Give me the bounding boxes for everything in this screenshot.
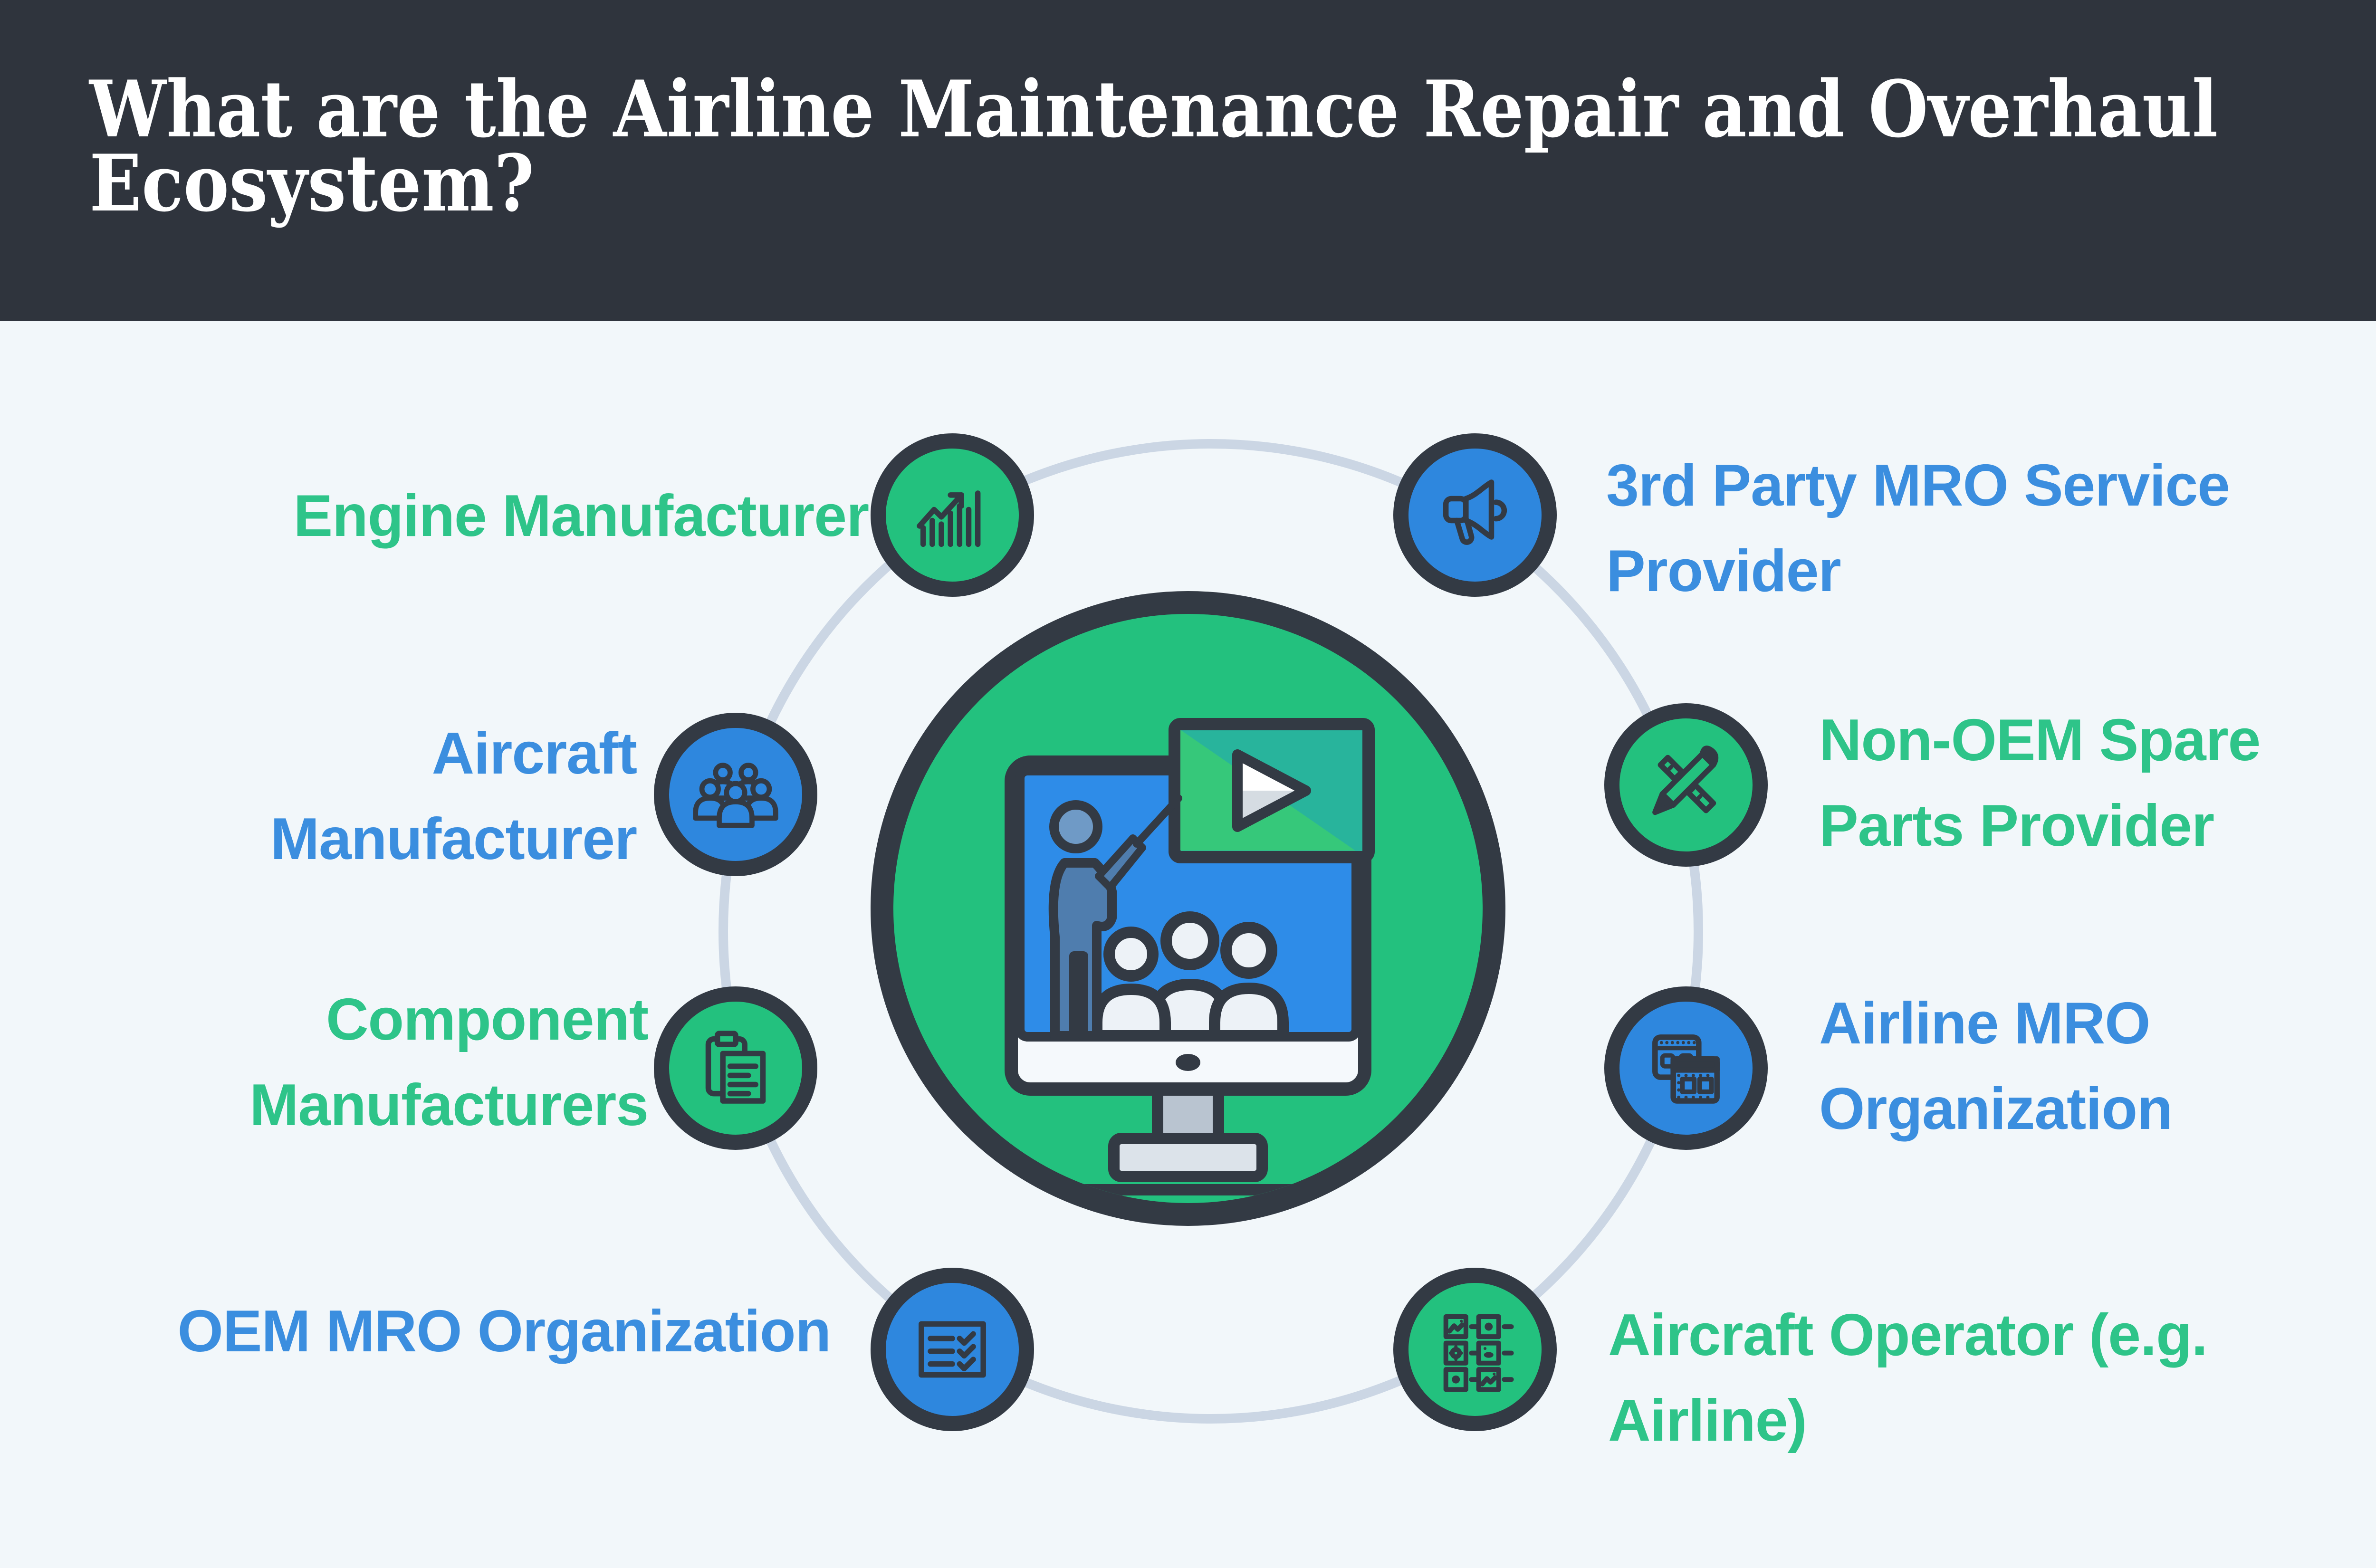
node-oem-mro-organization — [871, 1268, 1034, 1431]
label-airline-mro-organization: Airline MRO Organization — [1819, 981, 2173, 1152]
label-aircraft-manufacturer: Aircraft Manufacturer — [270, 711, 637, 882]
page-title-line2: Ecosystem? — [89, 137, 535, 229]
page-title: What are the Airline Maintenance Repair … — [89, 63, 2218, 229]
label-line: Airline MRO — [1819, 991, 2151, 1056]
node-non-oem-spare-parts — [1604, 703, 1768, 867]
label-aircraft-operator: Aircraft Operator (e.g. Airline) — [1608, 1292, 2208, 1463]
node-aircraft-operator — [1393, 1268, 1557, 1431]
app-windows-icon — [1652, 1034, 1720, 1104]
page-title-line1: What are the Airline Maintenance Repair … — [89, 63, 2218, 155]
node-component-manufacturers — [654, 986, 817, 1150]
presenter-figure — [1048, 794, 1182, 1041]
label-line: 3rd Party MRO Service — [1606, 453, 2230, 518]
pointer-stick — [1133, 794, 1182, 848]
ecosystem-diagram: Engine Manufacturer Aircraft Manufacture… — [0, 321, 2376, 1568]
label-line: Non-OEM Spare — [1819, 708, 2261, 773]
label-line: Provider — [1606, 538, 1841, 604]
label-engine-manufacturer: Engine Manufacturer — [293, 473, 870, 559]
label-component-manufacturers: Component Manufacturers — [249, 977, 649, 1148]
ruler-pencil-icon — [1652, 746, 1719, 815]
label-line: Manufacturers — [249, 1072, 649, 1138]
node-aircraft-manufacturer — [654, 713, 817, 876]
play-icon — [1232, 749, 1311, 832]
center-circle — [871, 591, 1505, 1226]
label-line: Manufacturer — [270, 806, 637, 872]
node-airline-mro-organization — [1604, 986, 1768, 1150]
label-line: Aircraft Operator (e.g. — [1608, 1302, 2208, 1368]
monitor-button — [1176, 1054, 1200, 1071]
header-bar: What are the Airline Maintenance Repair … — [0, 0, 2376, 321]
label-line: Aircraft — [431, 721, 638, 786]
label-line: Airline) — [1608, 1388, 1807, 1453]
label-line: Engine Manufacturer — [293, 483, 870, 549]
audience-silhouettes — [1091, 911, 1289, 1042]
megaphone-icon — [1443, 479, 1507, 545]
label-non-oem-spare-parts: Non-OEM Spare Parts Provider — [1819, 698, 2261, 869]
node-engine-manufacturer — [871, 433, 1034, 597]
node-third-party-mro — [1393, 433, 1557, 597]
label-line: Component — [326, 987, 649, 1052]
people-group-icon — [693, 763, 778, 828]
label-line: Parts Provider — [1819, 793, 2214, 859]
label-third-party-mro: 3rd Party MRO Service Provider — [1606, 443, 2230, 614]
growth-chart-icon — [917, 490, 981, 547]
video-presentation-monitor-icon — [968, 718, 1408, 1195]
video-card — [1169, 718, 1375, 863]
monitor-base — [1108, 1133, 1268, 1182]
clipboard-documents-icon — [705, 1031, 766, 1104]
label-line: OEM MRO Organization — [177, 1299, 832, 1364]
checklist-icon — [919, 1321, 986, 1378]
label-line: Organization — [1819, 1076, 2173, 1142]
image-grid-icon — [1443, 1314, 1514, 1392]
label-oem-mro-organization: OEM MRO Organization — [177, 1289, 832, 1374]
